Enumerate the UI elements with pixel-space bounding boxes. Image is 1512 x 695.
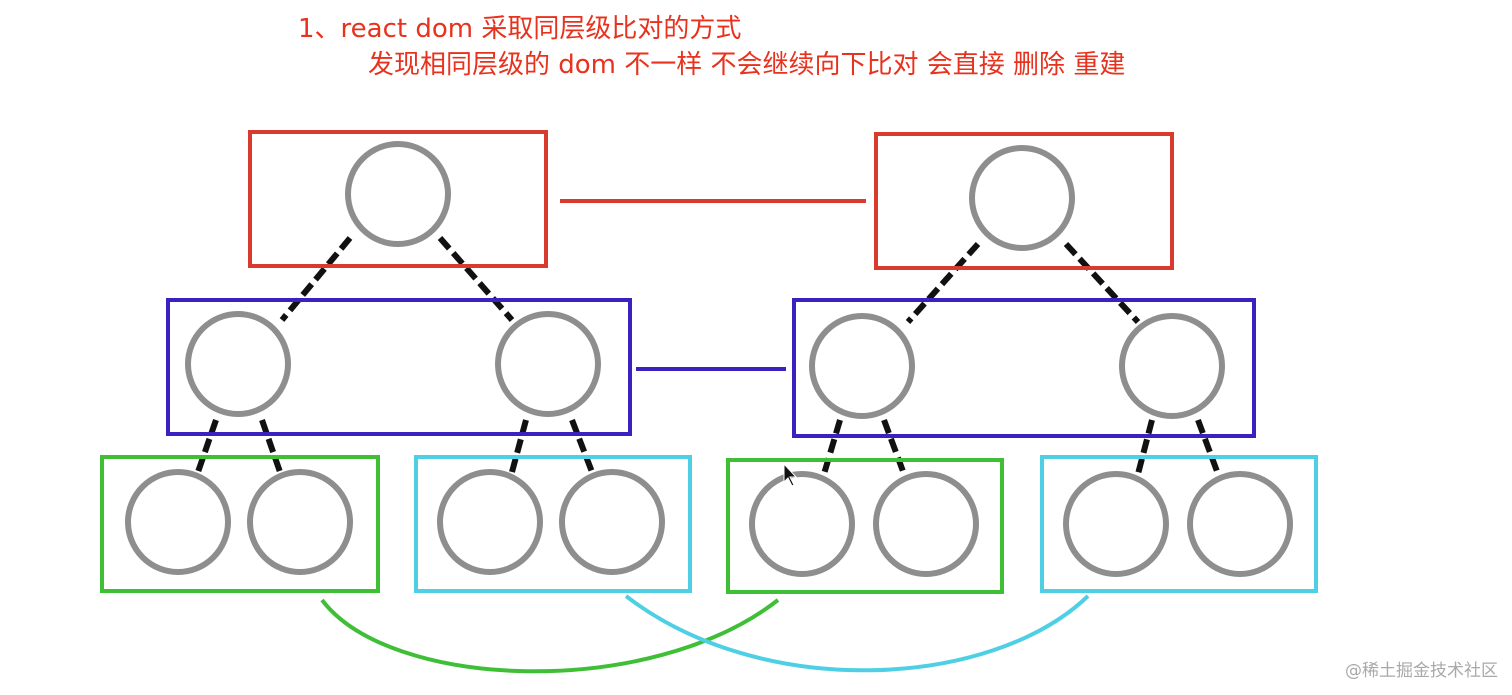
tree-edge: [1063, 241, 1141, 325]
tree-edge: [1135, 419, 1155, 475]
level-1-box: [874, 132, 1174, 270]
tree-node: [749, 471, 855, 577]
watermark: @稀土掘金技术社区: [1345, 661, 1498, 681]
mouse-cursor-icon: [783, 462, 798, 487]
tree-node: [559, 469, 665, 575]
old-tree: [100, 130, 692, 593]
tree-node: [809, 313, 915, 419]
tree-edge: [509, 419, 529, 473]
tree-edge: [1195, 418, 1221, 476]
tree-node: [185, 311, 291, 417]
green-comparison-curve: [320, 598, 780, 674]
tree-node: [495, 311, 601, 417]
tree-node: [969, 145, 1075, 251]
new-tree: [726, 132, 1318, 594]
tree-node: [1187, 471, 1293, 577]
tree-edge: [905, 241, 981, 325]
level-3-box-cyan: [1040, 455, 1318, 593]
level-3-box-green: [100, 455, 380, 593]
tree-node: [437, 469, 543, 575]
level-1-box: [248, 130, 548, 268]
tree-node: [345, 141, 451, 247]
tree-edge: [437, 236, 515, 322]
annotation-line-1: 1、react dom 采取同层级比对的方式: [298, 14, 742, 44]
cyan-comparison-curve: [624, 594, 1090, 673]
tree-node: [247, 469, 353, 575]
tree-node: [1119, 313, 1225, 419]
annotation-line-2: 发现相同层级的 dom 不一样 不会继续向下比对 会直接 删除 重建: [368, 50, 1126, 80]
tree-edge: [569, 418, 595, 474]
level-3-box-green: [726, 458, 1004, 594]
tree-edge: [259, 419, 283, 473]
tree-edge: [195, 419, 219, 473]
tree-edge: [881, 418, 907, 476]
tree-node: [873, 471, 979, 577]
tree-edge: [279, 236, 353, 322]
tree-node: [125, 469, 231, 575]
tree-edge: [821, 419, 843, 475]
level-2-box: [166, 298, 632, 436]
tree-node: [1063, 471, 1169, 577]
level-3-box-cyan: [414, 455, 692, 593]
level-2-box: [792, 298, 1256, 438]
